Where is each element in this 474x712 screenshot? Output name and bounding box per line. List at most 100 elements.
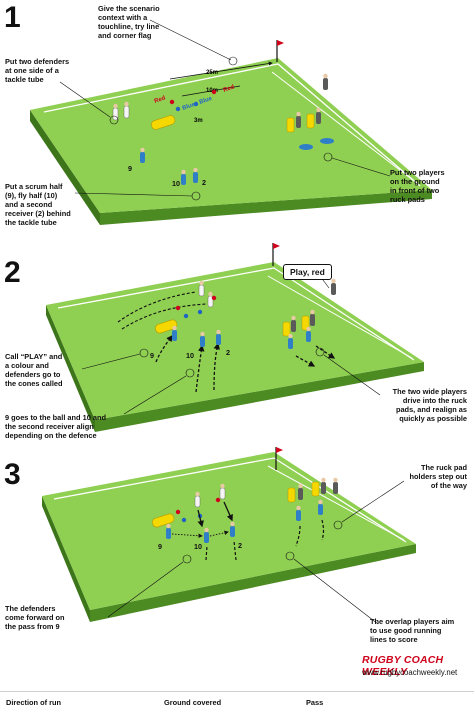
cone-blue <box>193 101 199 107</box>
annotation-scenario: Give the scenario context with a touchli… <box>98 4 160 41</box>
leader-target <box>285 551 295 561</box>
player-number-9: 9 <box>158 542 162 551</box>
pitch-1-tryline <box>271 71 419 185</box>
annotation-wide-players: The two wide players drive into the ruck… <box>392 387 467 424</box>
scrum-half-player <box>140 147 145 163</box>
cone-red <box>211 295 217 301</box>
pitch-1-side-left <box>30 110 100 225</box>
ruck-pad <box>282 321 291 337</box>
defender <box>207 291 214 308</box>
leader-target <box>228 56 238 66</box>
run-path <box>223 501 233 522</box>
player-number-9: 9 <box>128 164 132 173</box>
second-receiver-player <box>216 329 221 345</box>
player-number-2: 2 <box>226 348 230 357</box>
step-number-2: 2 <box>4 256 21 289</box>
overlap-player <box>318 499 323 515</box>
scrum-half-player <box>172 325 177 341</box>
annotation-scrum-half: Put a scrum half (9), fly half (10) and … <box>5 182 71 228</box>
run-path <box>155 334 173 363</box>
tackle-tube <box>152 513 175 528</box>
run-path <box>117 291 197 323</box>
brand-name: RUGBY COACH WEEKLY <box>362 654 444 678</box>
tackle-tube <box>151 115 176 130</box>
run-path <box>295 355 316 367</box>
pitch-2-side <box>95 362 424 432</box>
leader-target <box>185 368 195 378</box>
leader-target <box>315 347 325 357</box>
leader-target <box>333 520 343 530</box>
second-receiver-player <box>230 521 235 537</box>
leader-target <box>182 554 192 564</box>
run-path <box>195 344 205 393</box>
annotation-ruck-holders: The ruck pad holders step out of the way <box>409 463 468 491</box>
brand-url: www.rugbycoachweekly.net <box>362 668 458 677</box>
corner-flag-3 <box>276 447 283 453</box>
pitch-2-tryline <box>267 275 413 359</box>
run-path <box>315 345 336 359</box>
leader-line <box>81 353 141 370</box>
pad-holder <box>296 111 301 128</box>
annotation-defenders: Put two defenders at one side of a tackl… <box>5 57 70 85</box>
pad-holder <box>291 315 296 332</box>
step-number-1: 1 <box>4 1 21 34</box>
cone-label-red-2: Red <box>223 84 236 94</box>
cone-red <box>215 497 221 503</box>
pitch-3-side-left <box>42 496 90 622</box>
ruck-pad <box>287 487 296 503</box>
run-path <box>295 525 301 547</box>
wide-player <box>288 333 293 349</box>
player-number-10: 10 <box>194 542 202 551</box>
run-path <box>205 545 208 561</box>
defender <box>219 483 226 500</box>
leader-line <box>149 19 232 61</box>
cone-label-blue-1: Blue <box>182 102 197 112</box>
pitch-3-side <box>90 544 416 622</box>
pitch-2-surface <box>46 262 424 420</box>
leader-line <box>331 157 391 177</box>
leader-line <box>107 561 184 618</box>
leader-line <box>123 375 187 415</box>
panel-3: 9 10 2 <box>42 447 416 625</box>
player-number-2: 2 <box>202 178 206 187</box>
pitch-1-side <box>100 190 432 225</box>
run-path <box>213 342 220 391</box>
player-on-ground <box>299 144 313 150</box>
defender <box>123 101 130 119</box>
ruck-pad <box>306 113 315 129</box>
ruck-pad <box>301 315 310 331</box>
annotation-call-play: Call “PLAY” and a colour and defenders g… <box>5 352 63 389</box>
cone-blue <box>181 517 187 523</box>
cone-label-red-1: Red <box>154 95 167 105</box>
fly-half-player <box>200 331 205 347</box>
pass-path <box>171 533 203 539</box>
legend-ground-label: Ground covered <box>164 698 222 707</box>
cone-blue <box>183 313 189 319</box>
pitch-3-tryline <box>267 465 405 541</box>
player-on-ground <box>320 138 334 144</box>
dist-25m-line <box>169 61 273 80</box>
pitch-3-touchline <box>53 457 407 543</box>
player-number-10: 10 <box>186 351 194 360</box>
coach <box>323 73 328 90</box>
defender <box>198 280 205 297</box>
legend-bar: Direction of run Ground covered Pass <box>0 691 474 712</box>
leader-line <box>341 480 405 523</box>
run-path <box>321 519 325 541</box>
player-number-10: 10 <box>172 179 180 188</box>
fly-half-player <box>181 169 186 185</box>
pitch-2-side-left <box>46 305 95 432</box>
corner-flag-2 <box>273 243 280 249</box>
legend-run-label: Direction of run <box>6 698 62 707</box>
cone-blue <box>175 106 181 112</box>
corner-flag-1 <box>277 40 284 46</box>
pad-holder <box>298 483 303 500</box>
run-path <box>197 509 204 528</box>
annotation-defenders-forward: The defenders come forward on the pass f… <box>5 604 65 632</box>
coach <box>331 278 336 295</box>
annotation-ruck-players: Put two players on the ground in front o… <box>390 168 445 205</box>
leader-line <box>323 354 381 396</box>
cone-label-blue-2: Blue <box>199 96 214 106</box>
ruck-pad <box>311 481 320 497</box>
